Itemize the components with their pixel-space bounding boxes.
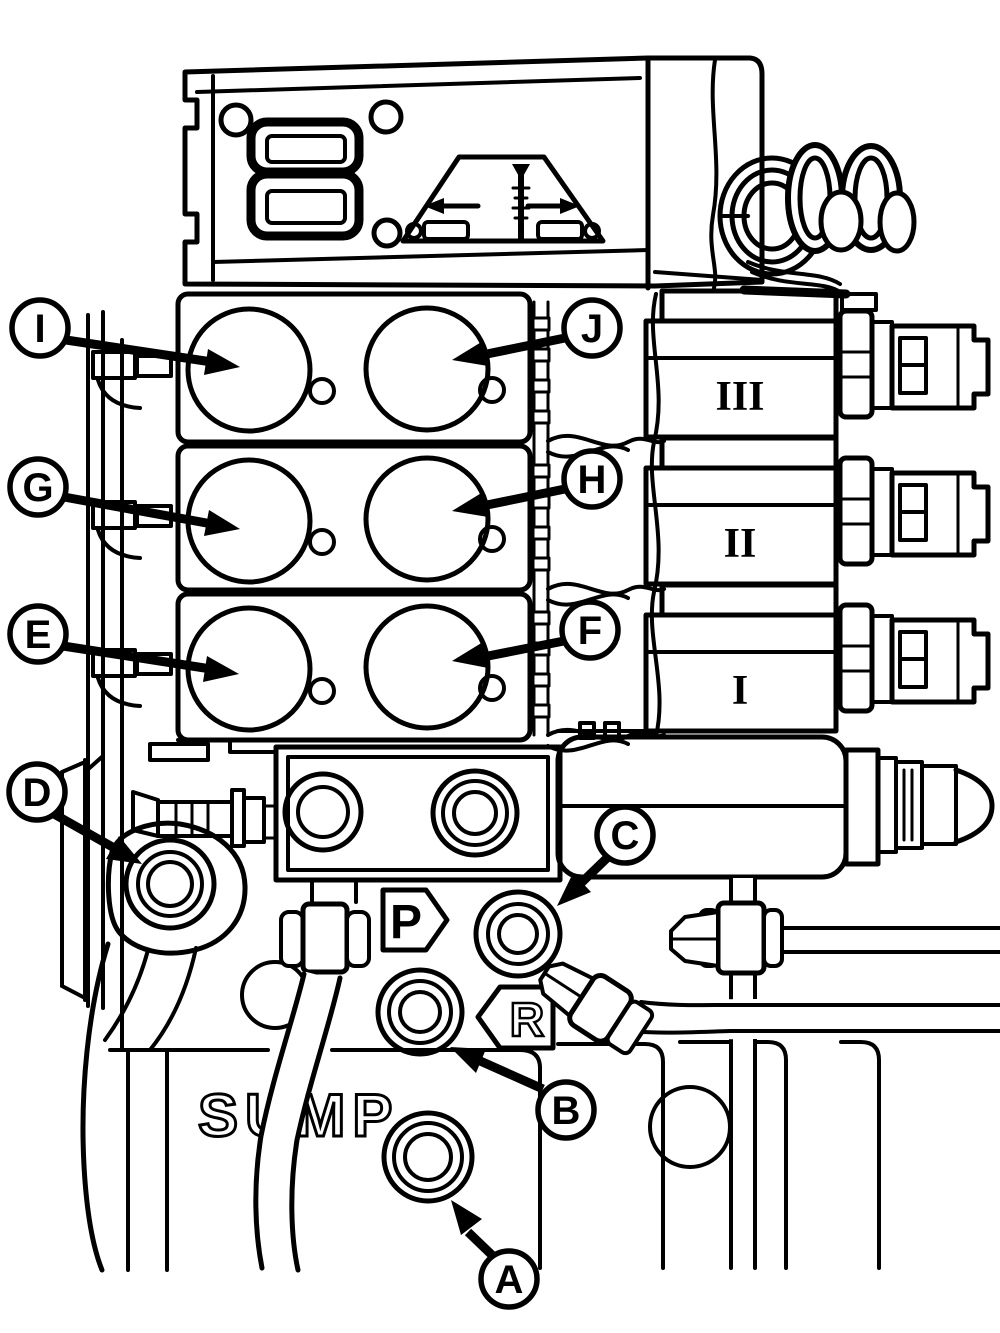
callout-h-letter: H <box>578 458 607 502</box>
callout-e: E <box>7 603 239 682</box>
arrowhead-icon <box>203 656 239 682</box>
rail-bracket <box>91 350 173 410</box>
manifold-port-ring <box>430 768 520 858</box>
callout-f-letter: F <box>578 609 602 653</box>
section-numeral-2: II <box>724 521 757 567</box>
cylinder-retract-icon <box>405 198 481 241</box>
callout-i: I <box>9 297 240 375</box>
small-bolt-hole <box>478 674 506 702</box>
work-port-circle-i <box>185 306 313 434</box>
small-bolt-hole <box>308 528 336 556</box>
small-bolt-hole <box>478 376 506 404</box>
bracket-plate <box>60 754 105 1002</box>
arrowhead-icon <box>451 1200 482 1235</box>
pressure-badge-letter: P <box>390 896 422 949</box>
work-port-circle-j <box>363 305 491 433</box>
valve-section-row <box>175 291 533 445</box>
work-port-circle-f <box>363 603 491 731</box>
connector-plug <box>889 323 991 411</box>
arrowhead-icon <box>450 1047 486 1073</box>
return-badge: R <box>475 984 556 1051</box>
callout-g: G <box>7 456 240 536</box>
connector-plug <box>889 470 991 558</box>
callout-h: H <box>452 448 623 517</box>
angled-hex-fitting <box>538 961 655 1056</box>
callout-j: J <box>452 297 623 366</box>
solenoid-section-III <box>643 288 991 440</box>
bolt-hole <box>218 102 254 138</box>
pressure-badge: P <box>380 887 450 953</box>
arrowhead-icon <box>557 873 591 906</box>
casting-edge <box>649 292 662 738</box>
mounting-bolt <box>131 742 278 848</box>
section-numeral-3: III <box>715 374 764 420</box>
port-ring-c <box>473 889 563 979</box>
center-hose-pair <box>253 971 343 1274</box>
port-ring-d <box>123 837 217 931</box>
small-bolt-hole <box>478 525 506 553</box>
callout-b-letter: B <box>552 1089 581 1133</box>
bolt-hole <box>371 217 403 249</box>
connector-plug <box>889 617 991 705</box>
arrowhead-icon <box>452 341 488 366</box>
dual-slot-boss <box>246 117 364 241</box>
callout-a-letter: A <box>495 1258 524 1302</box>
port-ring-a <box>381 1110 475 1204</box>
arrowhead-icon <box>452 642 488 668</box>
pipe-hex-fitting <box>669 900 1000 976</box>
callout-c-letter: C <box>611 814 640 858</box>
return-badge-letter: R <box>510 994 545 1047</box>
top-housing <box>182 55 765 291</box>
lower-hose <box>627 998 1000 1040</box>
tie-rod-strip <box>531 300 551 737</box>
small-bolt-hole <box>308 377 336 405</box>
neck-and-hex-fitting <box>279 878 371 975</box>
port-ring-b <box>375 967 465 1057</box>
callout-d: D <box>6 761 142 864</box>
adjusting-screw <box>843 747 995 867</box>
cylinder-extend-icon <box>525 198 601 241</box>
lever-icon <box>511 164 531 243</box>
callout-j-letter: J <box>581 307 603 351</box>
solenoid-section-I <box>643 582 991 734</box>
callout-a: A <box>451 1200 540 1310</box>
work-port-circle-h <box>363 455 491 583</box>
arrowhead-icon <box>204 510 240 536</box>
callout-b: B <box>450 1047 597 1141</box>
section-numeral-1: I <box>732 668 748 714</box>
callout-i-letter: I <box>34 307 45 351</box>
callout-g-letter: G <box>22 466 53 510</box>
bolt-hole <box>368 99 404 135</box>
arrowhead-icon <box>204 349 240 375</box>
small-bolt-hole <box>308 677 336 705</box>
arrowhead-icon <box>452 492 488 517</box>
arrowhead-icon <box>106 836 142 864</box>
direction-warning-label <box>400 154 606 244</box>
manifold-block <box>176 738 563 883</box>
callout-e-letter: E <box>25 613 52 657</box>
coupler-dust-caps <box>785 142 917 254</box>
callout-c: C <box>557 804 656 906</box>
callout-f: F <box>452 599 621 668</box>
manifold-port-ring <box>282 771 364 853</box>
callout-d-letter: D <box>23 771 52 815</box>
left-hose <box>80 941 111 1273</box>
bracket-ear-port-d <box>103 820 248 1052</box>
